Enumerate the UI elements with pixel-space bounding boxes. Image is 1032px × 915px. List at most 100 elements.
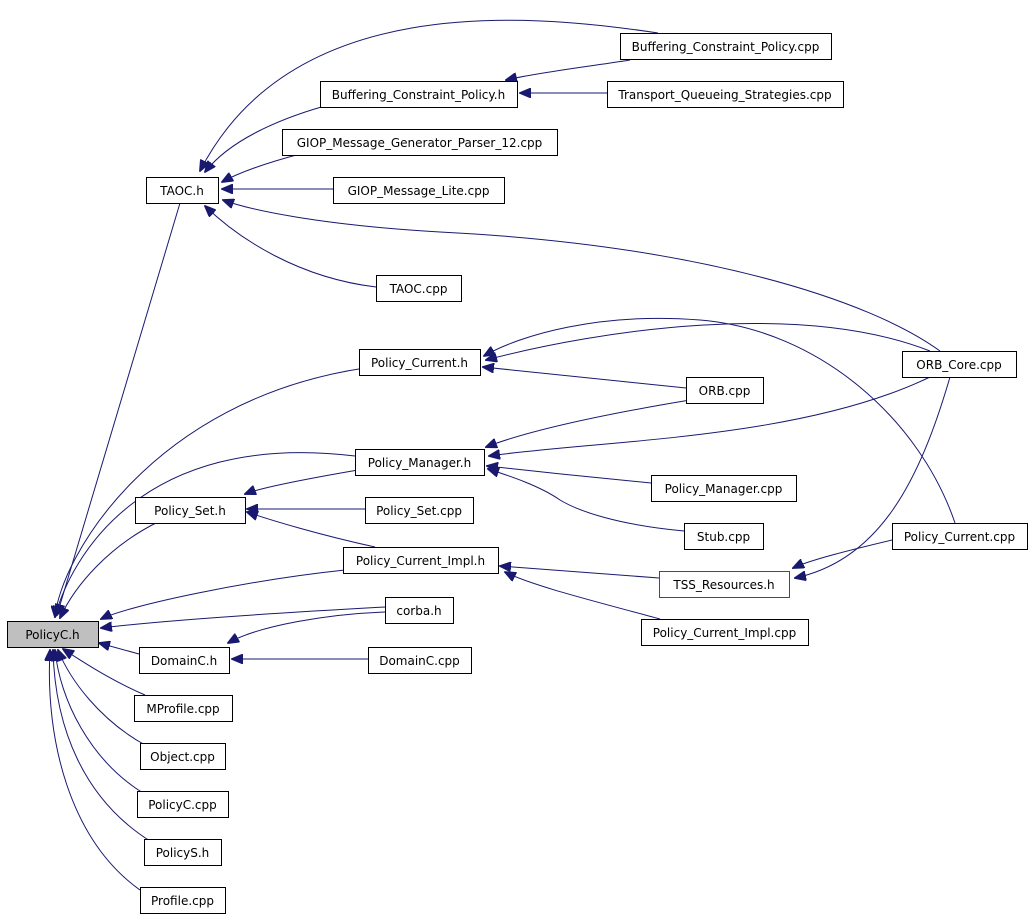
- node-policy-current-h[interactable]: Policy_Current.h: [359, 349, 481, 376]
- edge-orb_cpp-to-policy_manager_h: [486, 399, 691, 447]
- node-policy-current-impl-h[interactable]: Policy_Current_Impl.h: [343, 547, 499, 574]
- node-label: DomainC.h: [151, 654, 217, 668]
- node-policy-manager-h[interactable]: Policy_Manager.h: [355, 449, 485, 476]
- edge-policy_current_h-to-policyc_h: [55, 367, 366, 617]
- edge-layer: [49, 19, 956, 891]
- node-label: Policy_Current_Impl.h: [356, 554, 485, 568]
- node-object-cpp[interactable]: Object.cpp: [140, 743, 226, 770]
- node-label: Policy_Current.h: [371, 356, 468, 370]
- node-box: [620, 33, 832, 60]
- edge-policy_manager_cpp-to-policy_manager_h: [487, 466, 652, 484]
- node-box: [892, 523, 1028, 550]
- node-label: Buffering_Constraint_Policy.h: [332, 88, 505, 102]
- node-box: [607, 81, 844, 108]
- node-label: Profile.cpp: [151, 894, 214, 908]
- node-orb-core-cpp[interactable]: ORB_Core.cpp: [902, 351, 1017, 378]
- edge-buffering_cpp-to-buffering_h: [506, 59, 631, 80]
- node-stub-cpp[interactable]: Stub.cpp: [684, 523, 764, 550]
- edge-buffering_h-to-taoc_h: [205, 103, 333, 172]
- node-layer: PolicyC.h Buffering_Constraint_Policy.cpp…: [7, 33, 1028, 914]
- node-domainc-h[interactable]: DomainC.h: [139, 647, 230, 674]
- node-label: Policy_Set.cpp: [376, 504, 462, 518]
- edge-domainc_h-to-policyc_h: [99, 643, 140, 655]
- edge-corba_h-to-policyc_h: [101, 606, 386, 628]
- edge-profile_cpp-to-policyc_h: [49, 650, 141, 891]
- edge-orb_core_cpp-to-tss_resources_h: [795, 376, 951, 578]
- edge-taoc_cpp-to-taoc_h: [205, 206, 377, 288]
- node-taoc-cpp[interactable]: TAOC.cpp: [376, 275, 462, 302]
- edge-orb_core_cpp-to-policy_manager_h: [489, 376, 931, 456]
- edge-orb_cpp-to-policy_current_h: [483, 367, 687, 389]
- edge-buffering_cpp-to-taoc_h: [200, 19, 659, 171]
- edge-stub_cpp-to-policy_manager_h: [488, 469, 685, 532]
- node-label: corba.h: [396, 604, 441, 618]
- node-box: [134, 695, 233, 722]
- node-label: Policy_Manager.cpp: [665, 482, 783, 496]
- node-policy-current-impl-cpp[interactable]: Policy_Current_Impl.cpp: [641, 619, 809, 646]
- node-label: ORB_Core.cpp: [916, 358, 1001, 372]
- node-policyc-h[interactable]: PolicyC.h: [7, 621, 99, 648]
- node-box: [641, 619, 809, 646]
- node-policy-set-cpp[interactable]: Policy_Set.cpp: [365, 497, 474, 524]
- node-box: [144, 839, 222, 866]
- node-domainc-cpp[interactable]: DomainC.cpp: [368, 647, 472, 674]
- node-box: [7, 621, 99, 648]
- node-policy-manager-cpp[interactable]: Policy_Manager.cpp: [651, 475, 797, 502]
- node-taoc-h[interactable]: TAOC.h: [146, 177, 219, 204]
- edge-taoc_h-to-policyc_h: [57, 202, 181, 615]
- node-label: TSS_Resources.h: [672, 578, 774, 592]
- node-label: Object.cpp: [150, 750, 215, 764]
- node-box: [140, 887, 226, 914]
- edge-policy_set_h-to-policyc_h: [60, 520, 161, 618]
- node-transport-cpp[interactable]: Transport_Queueing_Strategies.cpp: [607, 81, 844, 108]
- edge-orb_core_cpp-to-policy_current_h: [486, 323, 931, 360]
- node-label: Policy_Current_Impl.cpp: [653, 626, 796, 640]
- node-box: [355, 449, 485, 476]
- node-box: [385, 597, 454, 624]
- node-label: Buffering_Constraint_Policy.cpp: [632, 40, 820, 54]
- edge-tss_resources_h-to-policy_current_impl_h: [500, 566, 660, 579]
- node-policy-current-cpp[interactable]: Policy_Current.cpp: [892, 523, 1028, 550]
- node-box: [135, 497, 246, 524]
- node-box: [359, 349, 481, 376]
- edge-policy_manager_h-to-policy_set_h: [245, 469, 359, 494]
- edge-mprofile_cpp-to-policyc_h: [63, 649, 146, 696]
- node-policy-set-h[interactable]: Policy_Set.h: [135, 497, 246, 524]
- node-buffering-cpp[interactable]: Buffering_Constraint_Policy.cpp: [620, 33, 832, 60]
- node-box: [139, 647, 230, 674]
- node-mprofile-cpp[interactable]: MProfile.cpp: [134, 695, 233, 722]
- node-box: [686, 377, 764, 404]
- node-box: [902, 351, 1017, 378]
- node-corba-h[interactable]: corba.h: [385, 597, 454, 624]
- node-box: [368, 647, 472, 674]
- node-box: [140, 743, 226, 770]
- edge-orb_core_cpp-to-taoc_h: [223, 200, 941, 352]
- node-box: [333, 177, 505, 204]
- node-tss-resources-h[interactable]: TSS_Resources.h: [659, 571, 790, 598]
- edge-policy_manager_h-to-policyc_h: [55, 452, 356, 617]
- edge-policyc_cpp-to-policyc_h: [55, 650, 144, 794]
- edge-policys_h-to-policyc_h: [53, 650, 151, 842]
- node-profile-cpp[interactable]: Profile.cpp: [140, 887, 226, 914]
- edge-corba_h-to-domainc_h: [228, 611, 386, 643]
- node-label: TAOC.h: [159, 184, 204, 198]
- node-policys-h[interactable]: PolicyS.h: [144, 839, 222, 866]
- node-label: Policy_Manager.h: [368, 456, 471, 470]
- edge-policy_current_impl_h-to-policy_set_h: [247, 512, 376, 548]
- node-buffering-h[interactable]: Buffering_Constraint_Policy.h: [320, 81, 518, 108]
- node-giop-lite-cpp[interactable]: GIOP_Message_Lite.cpp: [333, 177, 505, 204]
- node-policyc-cpp[interactable]: PolicyC.cpp: [137, 791, 229, 818]
- edge-policy_current_impl_h-to-policyc_h: [101, 569, 346, 619]
- node-label: PolicyC.cpp: [148, 798, 217, 812]
- node-box: [320, 81, 518, 108]
- node-box: [376, 275, 462, 302]
- node-label: PolicyS.h: [156, 846, 210, 860]
- node-label: Policy_Set.h: [154, 504, 226, 518]
- node-label: Stub.cpp: [697, 530, 750, 544]
- node-label: MProfile.cpp: [146, 702, 219, 716]
- node-box: [146, 177, 219, 204]
- node-orb-cpp[interactable]: ORB.cpp: [686, 377, 764, 404]
- node-giop-gen-cpp[interactable]: GIOP_Message_Generator_Parser_12.cpp: [282, 129, 558, 156]
- edge-giop_gen_cpp-to-taoc_h: [222, 153, 301, 182]
